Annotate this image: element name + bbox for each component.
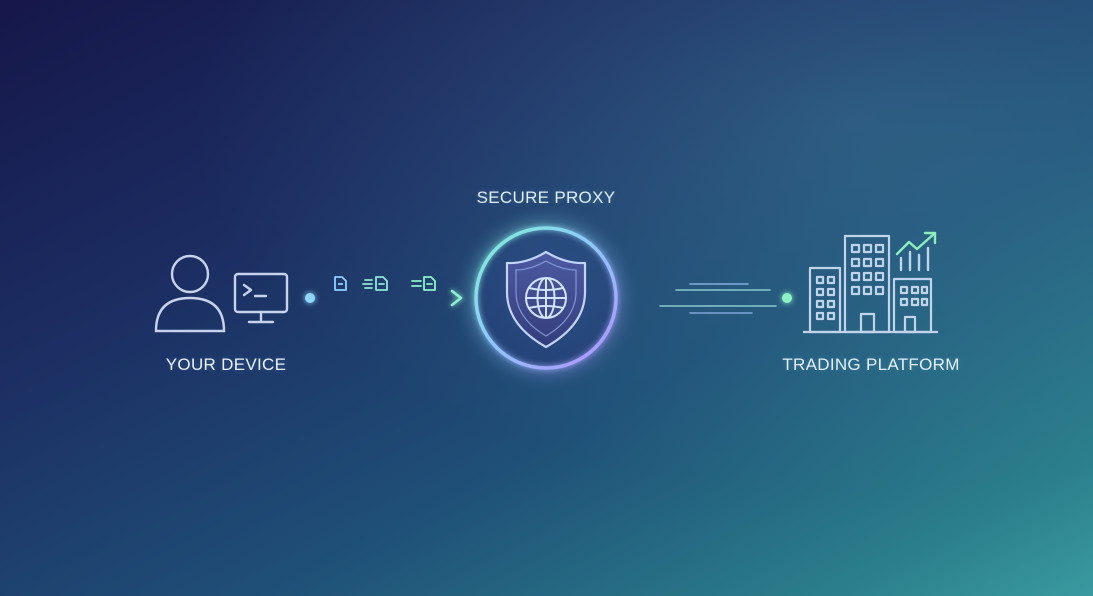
flow-end-node: [782, 293, 792, 303]
platform-label: TRADING PLATFORM: [782, 355, 960, 374]
bar-chart-icon: [899, 246, 930, 272]
user-icon: [154, 254, 226, 333]
device-to-proxy-flow: [305, 289, 463, 307]
document-icon: [334, 276, 347, 291]
terminal-icon: [233, 272, 289, 324]
flow-start-node: [305, 293, 315, 303]
proxy-to-platform-flow: [618, 283, 792, 314]
device-label: YOUR DEVICE: [165, 355, 287, 374]
buildings-icon: [803, 234, 938, 334]
document-icon: [411, 276, 436, 291]
globe-icon: [525, 277, 567, 319]
document-icon: [362, 276, 388, 291]
proxy-label: SECURE PROXY: [476, 188, 616, 207]
trend-up-arrow-icon: [895, 231, 937, 256]
